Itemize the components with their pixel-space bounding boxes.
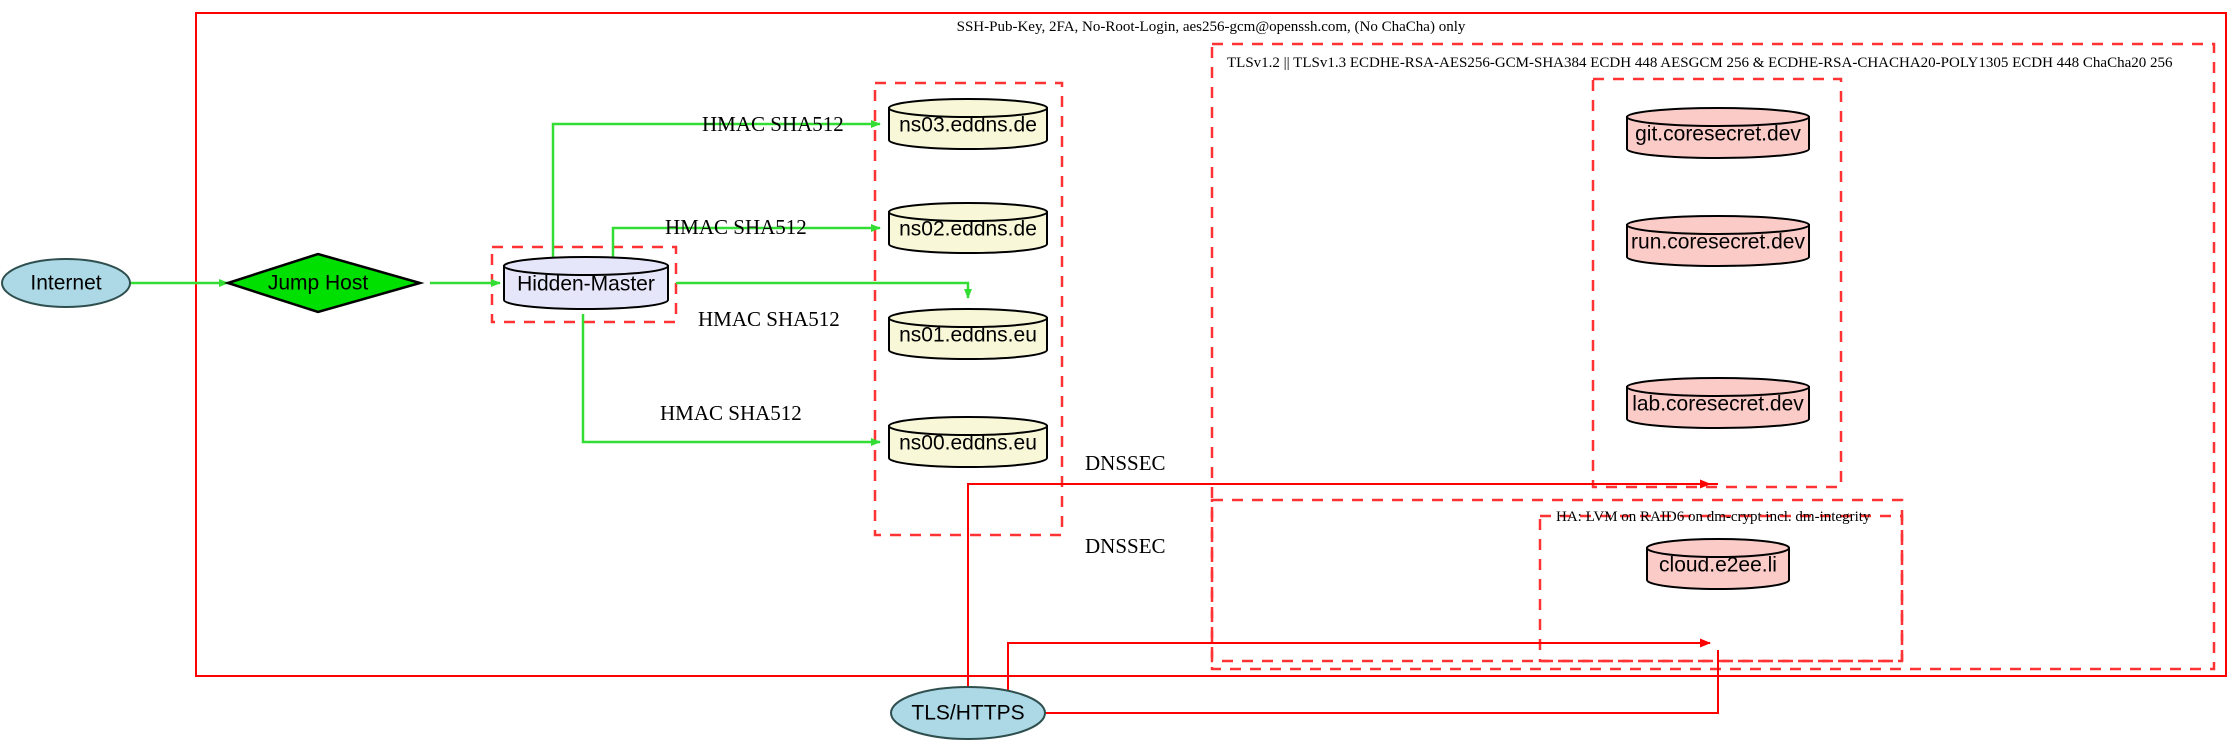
node-ns00[interactable]: ns00.eddns.eu bbox=[888, 416, 1048, 468]
node-ns00-label: ns00.eddns.eu bbox=[899, 432, 1037, 455]
edge-label-dnssec-lower: DNSSEC bbox=[1085, 534, 1166, 558]
node-cloud-e2ee-label: cloud.e2ee.li bbox=[1659, 554, 1777, 577]
edge-hiddenmaster-ns00 bbox=[581, 314, 881, 446]
node-run-coresecret[interactable]: run.coresecret.dev bbox=[1626, 215, 1810, 267]
edge-label-hmac-ns01: HMAC SHA512 bbox=[698, 307, 840, 331]
edge-tls-https-right bbox=[1045, 650, 1719, 714]
cluster-ssh-label: SSH-Pub-Key, 2FA, No-Root-Login, aes256-… bbox=[957, 19, 1466, 35]
node-git-coresecret-label: git.coresecret.dev bbox=[1635, 123, 1801, 146]
cluster-ha-label: HA: LVM on RAID6 on dm-crypt incl. dm-in… bbox=[1556, 509, 1871, 525]
node-cloud-e2ee[interactable]: cloud.e2ee.li bbox=[1646, 538, 1790, 590]
node-lab-coresecret-label: lab.coresecret.dev bbox=[1632, 393, 1804, 416]
node-internet-label: Internet bbox=[30, 272, 101, 295]
node-ns03[interactable]: ns03.eddns.de bbox=[888, 98, 1048, 150]
edge-hiddenmaster-ns01 bbox=[676, 281, 972, 299]
cluster-cloud-boundary bbox=[1538, 514, 1904, 663]
node-ns01[interactable]: ns01.eddns.eu bbox=[888, 308, 1048, 360]
node-ns02[interactable]: ns02.eddns.de bbox=[888, 202, 1048, 254]
node-tls-https[interactable]: TLS/HTTPS bbox=[890, 686, 1046, 740]
edge-label-hmac-ns03: HMAC SHA512 bbox=[702, 112, 844, 136]
node-run-coresecret-label: run.coresecret.dev bbox=[1631, 231, 1805, 254]
edge-hiddenmaster-ns03 bbox=[551, 120, 881, 258]
node-ns03-label: ns03.eddns.de bbox=[899, 114, 1037, 137]
node-git-coresecret[interactable]: git.coresecret.dev bbox=[1626, 107, 1810, 159]
node-ns02-label: ns02.eddns.de bbox=[899, 218, 1037, 241]
edge-label-hmac-ns00: HMAC SHA512 bbox=[660, 401, 802, 425]
node-jump-host[interactable]: Jump Host bbox=[223, 252, 425, 314]
cluster-coresecret-boundary bbox=[1591, 77, 1843, 489]
cluster-tls-boundary bbox=[1210, 42, 2216, 671]
edge-label-hmac-ns02: HMAC SHA512 bbox=[665, 215, 807, 239]
cluster-ssh-boundary bbox=[195, 12, 2227, 677]
edge-label-dnssec-upper: DNSSEC bbox=[1085, 451, 1166, 475]
node-hidden-master[interactable]: Hidden-Master bbox=[503, 256, 669, 310]
node-lab-coresecret[interactable]: lab.coresecret.dev bbox=[1626, 377, 1810, 429]
edge-hiddenmaster-ns02 bbox=[611, 224, 881, 258]
cluster-tls-label: TLSv1.2 || TLSv1.3 ECDHE-RSA-AES256-GCM-… bbox=[1227, 55, 2173, 71]
node-tls-https-label: TLS/HTTPS bbox=[911, 702, 1024, 725]
node-hidden-master-label: Hidden-Master bbox=[517, 273, 655, 296]
node-internet[interactable]: Internet bbox=[1, 258, 131, 308]
node-ns01-label: ns01.eddns.eu bbox=[899, 324, 1037, 347]
edge-dnssec-cloud bbox=[1007, 638, 1711, 718]
node-jump-host-label: Jump Host bbox=[268, 272, 369, 295]
